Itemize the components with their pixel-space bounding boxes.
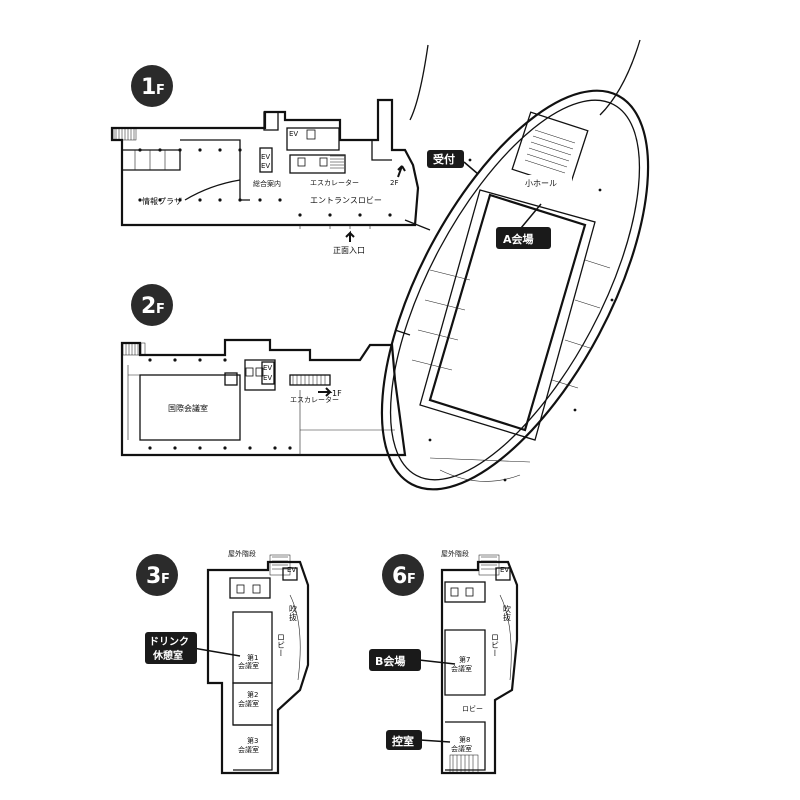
- floor-plan-6f: 屋外階段 EV 吹抜 ロビー 第7 会議室 ロビー 第8 会議室 B会場 控室: [369, 549, 519, 775]
- svg-text:1: 1: [141, 75, 156, 100]
- to-2f-label: 2F: [390, 179, 398, 187]
- main-entrance-label: 正面入口: [333, 246, 365, 255]
- svg-text:EV: EV: [263, 374, 272, 382]
- entrance-lobby-label: エントランスロビー: [310, 196, 382, 205]
- conf7-label-a: 第7: [459, 655, 470, 664]
- to-1f-label: 1F: [332, 389, 342, 398]
- b-hall-callout: B会場: [369, 649, 421, 671]
- svg-text:F: F: [156, 83, 165, 98]
- conf2-label-b: 会議室: [238, 699, 259, 708]
- svg-text:6: 6: [392, 564, 407, 589]
- svg-text:F: F: [407, 572, 416, 587]
- svg-text:受付: 受付: [433, 152, 455, 166]
- svg-text:F: F: [156, 302, 165, 317]
- outdoor-stairs-label-3f: 屋外階段: [228, 549, 256, 558]
- conf1-label-b: 会議室: [238, 661, 259, 670]
- conf2-label-a: 第2: [247, 690, 258, 699]
- waiting-room-callout: 控室: [386, 730, 422, 750]
- svg-text:控室: 控室: [392, 734, 414, 748]
- floor-badge-6f: 6 F: [382, 554, 424, 596]
- escalator-label-1f: エスカレーター: [310, 178, 359, 187]
- lobby-label-3f: ロビー: [277, 633, 286, 657]
- escalator-label-2f: エスカレーター: [290, 395, 339, 404]
- atrium-label-3f: 吹抜: [289, 604, 298, 622]
- conf1-label-a: 第1: [247, 653, 258, 662]
- svg-text:F: F: [161, 572, 170, 587]
- svg-text:EV: EV: [500, 566, 509, 574]
- conf8-label-a: 第8: [459, 735, 470, 744]
- svg-text:休憩室: 休憩室: [152, 649, 183, 662]
- svg-text:ドリンク: ドリンク: [149, 636, 189, 648]
- svg-text:EV: EV: [263, 364, 272, 372]
- general-info-label: 総合案内: [253, 179, 281, 188]
- conf3-label-a: 第3: [247, 736, 258, 745]
- svg-text:EV: EV: [261, 162, 270, 170]
- svg-text:EV: EV: [261, 153, 270, 161]
- a-hall-callout: A会場: [496, 227, 551, 249]
- lobby-vertical-label-6f: ロビー: [491, 633, 500, 657]
- hall-complex: 受付 小ホール A会場: [380, 39, 650, 491]
- svg-text:A会場: A会場: [503, 232, 534, 246]
- intl-conf-room-label: 国際会議室: [168, 403, 208, 413]
- floor-badge-3f: 3 F: [136, 554, 178, 596]
- svg-text:EV: EV: [287, 566, 296, 574]
- floor-badge-1f: 1 F: [131, 65, 173, 107]
- floor-badge-2f: 2 F: [131, 284, 173, 326]
- floor-plan-1f: EV EV EV 情報プラザ 総合案内 エスカレーター エントランスロビー 正面…: [110, 98, 420, 255]
- outdoor-stairs-label-6f: 屋外階段: [441, 549, 469, 558]
- floor-plan-3f: 屋外階段 EV 吹抜 ロビー 第1 会議室 第2 会議室 第3 会議室 ドリンク…: [145, 549, 310, 775]
- info-plaza-label: 情報プラザ: [142, 196, 182, 206]
- svg-text:3: 3: [146, 564, 161, 589]
- conf3-label-b: 会議室: [238, 745, 259, 754]
- svg-text:EV: EV: [289, 130, 298, 138]
- small-hall-label: 小ホール: [525, 179, 557, 188]
- conf8-label-b: 会議室: [451, 744, 472, 753]
- floor-plan-2f: EV EV 国際会議室 エスカレーター 1F: [120, 338, 407, 457]
- svg-text:B会場: B会場: [375, 654, 405, 668]
- conf7-label-b: 会議室: [451, 664, 472, 673]
- drink-lounge-callout: ドリンク 休憩室: [145, 632, 197, 664]
- lobby-label-6f: ロビー: [462, 704, 483, 713]
- svg-text:2: 2: [141, 294, 156, 319]
- reception-callout: 受付: [427, 150, 464, 168]
- atrium-label-6f: 吹抜: [503, 604, 512, 622]
